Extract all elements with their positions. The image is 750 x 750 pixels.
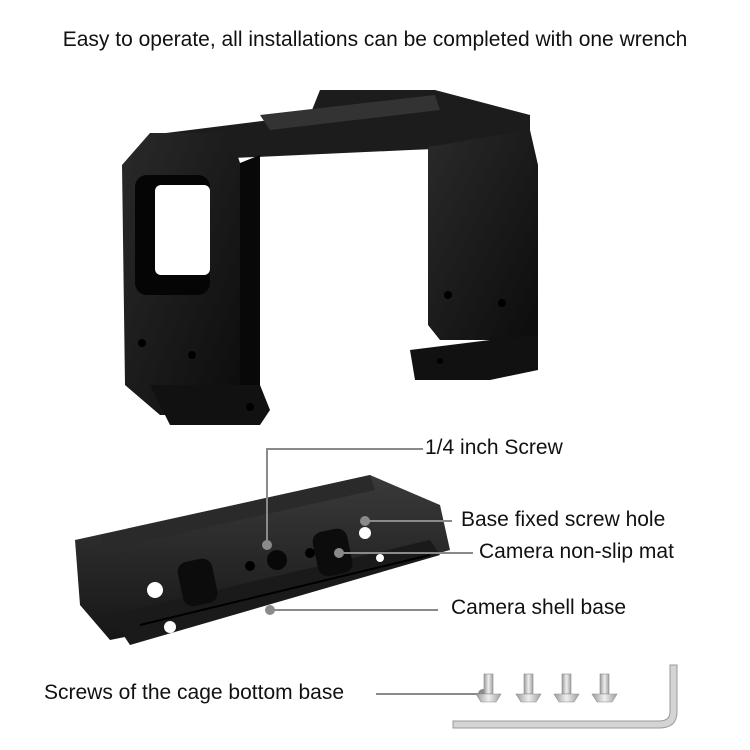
camera-cage-image bbox=[122, 90, 538, 425]
hex-wrench-image bbox=[452, 664, 678, 729]
headline: Easy to operate, all installations can b… bbox=[62, 28, 688, 51]
callout-cage-bottom-screws: Screws of the cage bottom base bbox=[44, 681, 344, 704]
screw-icon bbox=[475, 673, 502, 703]
screw-icon bbox=[591, 673, 618, 703]
screw-icon bbox=[553, 673, 580, 703]
camera-shell-base-image bbox=[75, 475, 450, 645]
callout-base-fixed-screw-hole: Base fixed screw hole bbox=[461, 508, 666, 531]
callout-camera-non-slip-mat: Camera non-slip mat bbox=[479, 540, 674, 563]
screws-image bbox=[475, 673, 618, 703]
callout-quarter-inch-screw: 1/4 inch Screw bbox=[425, 436, 563, 459]
screw-icon bbox=[515, 673, 542, 703]
callout-camera-shell-base: Camera shell base bbox=[451, 596, 627, 619]
